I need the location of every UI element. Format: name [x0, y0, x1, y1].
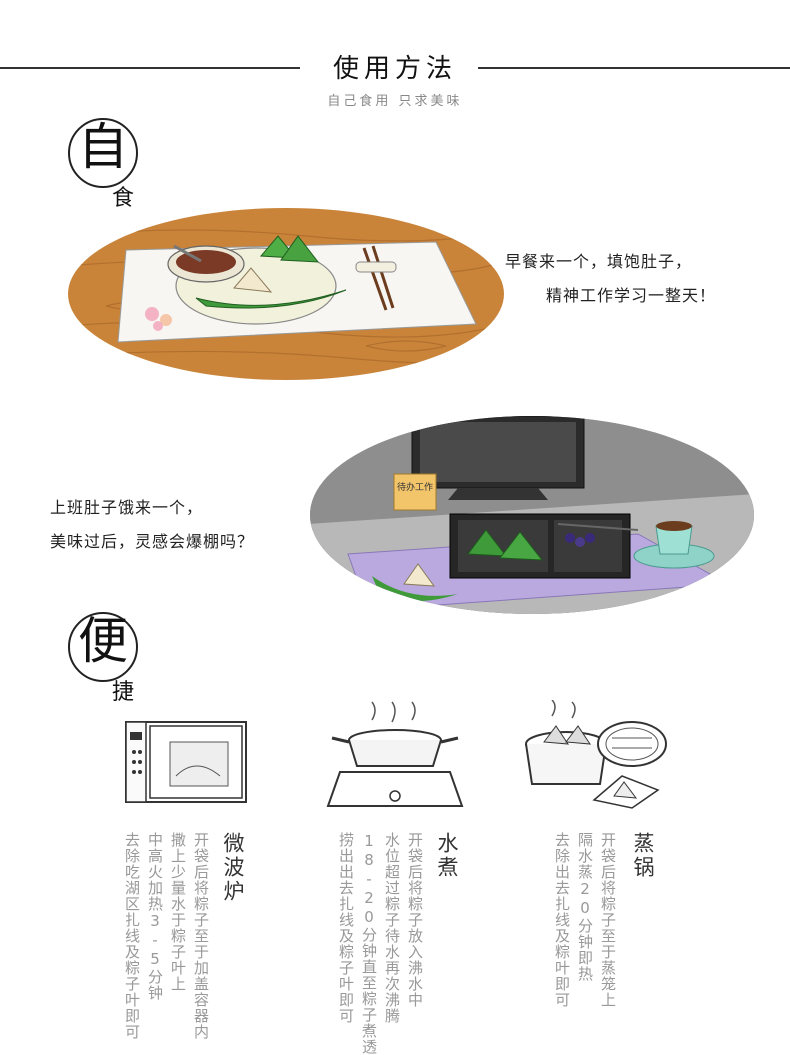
office-illustration: 待办工作 [310, 416, 754, 614]
header-line-left [0, 67, 300, 69]
office-caption-line1: 上班肚子饿来一个， [50, 498, 204, 517]
method-steamer-steps: 开袋后将粽子至于蒸笼上 隔水蒸20分钟即热 去除出去扎线及粽叶即可 [550, 832, 619, 1042]
method-steamer-title: 蒸锅 [631, 832, 655, 880]
page-title: 使用方法 [332, 54, 457, 84]
method-boil-title: 水煮 [435, 832, 459, 880]
section-self-big-char: 自 [78, 118, 128, 176]
method-microwave-steps: 开袋后将粽子至于加盖容器内 撒上少量水于粽子叶上 中高火加热3-5分钟 去除吃湖… [120, 832, 212, 1042]
section-self-circle [68, 118, 138, 188]
office-caption-line2: 美味过后，灵感会爆棚吗？ [50, 532, 255, 551]
sticky-note-text: 待办工作 [397, 481, 433, 493]
header-line-right [478, 67, 790, 69]
method-microwave-title: 微波炉 [221, 832, 245, 904]
method-microwave-step-1: 开袋后将粽子至于加盖容器内 [192, 832, 210, 1040]
section-fast-big-char: 便 [78, 612, 128, 670]
method-steamer-step-1: 开袋后将粽子至于蒸笼上 [599, 832, 617, 1008]
section-fast-small-char: 捷 [112, 680, 135, 705]
section-fast-circle [68, 612, 138, 682]
method-boil-step-4: 捞出出去扎线及粽子叶即可 [337, 832, 355, 1024]
page-subtitle: 自己食用 只求美味 [327, 94, 463, 109]
method-boil-step-2: 水位超过粽子待水再次沸腾 [383, 832, 401, 1024]
pot-icon [326, 701, 464, 807]
method-steamer-step-3: 去除出去扎线及粽叶即可 [553, 832, 571, 1008]
steamer-icon [525, 700, 667, 809]
method-microwave-step-3: 中高火加热3-5分钟 [146, 832, 164, 1001]
microwave-icon [125, 721, 247, 803]
breakfast-illustration [68, 208, 504, 380]
section-self-small-char: 食 [112, 186, 135, 211]
method-boil-step-1: 开袋后将粽子放入沸水中 [406, 832, 424, 1008]
method-microwave-step-4: 去除吃湖区扎线及粽子叶即可 [123, 832, 141, 1040]
breakfast-caption-line1: 早餐来一个，填饱肚子， [505, 252, 693, 271]
method-boil-steps: 开袋后将粽子放入沸水中 水位超过粽子待水再次沸腾 18-20分钟直至粽子煮透 捞… [334, 832, 426, 1055]
method-boil-step-3: 18-20分钟直至粽子煮透 [360, 832, 378, 1055]
method-steamer-step-2: 隔水蒸20分钟即热 [576, 832, 594, 982]
method-microwave-step-2: 撒上少量水于粽子叶上 [169, 832, 187, 992]
breakfast-caption-line2: 精神工作学习一整天！ [546, 286, 717, 305]
